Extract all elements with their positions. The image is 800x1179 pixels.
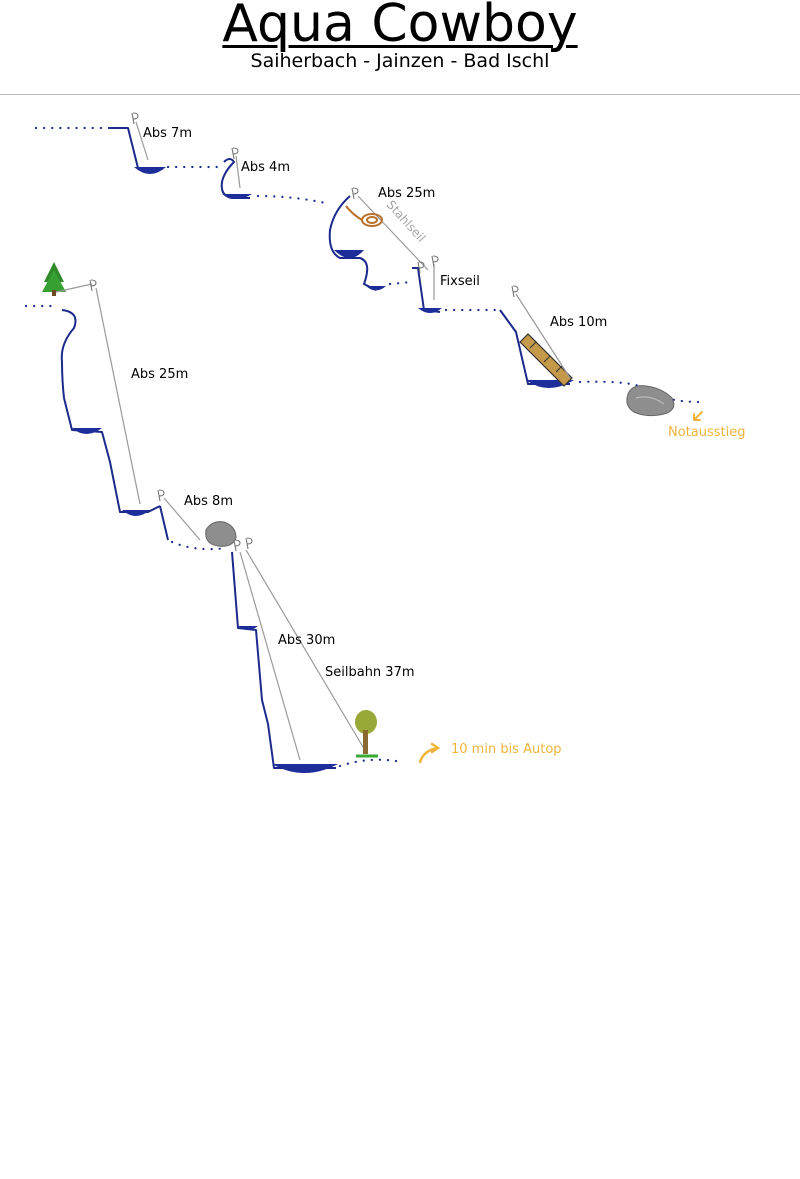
- rock-icon: [626, 385, 675, 417]
- rock-icon: [205, 521, 237, 547]
- anchor-icon: [511, 285, 519, 298]
- pool-abs5b: [122, 510, 150, 516]
- tree-icon: [355, 710, 378, 758]
- coiled-rope-icon: [345, 205, 383, 227]
- pool-abs7b: [272, 764, 338, 773]
- anchor-icon: [231, 147, 239, 160]
- rope-abs7: [239, 551, 301, 761]
- anchor-icon: [351, 187, 359, 200]
- pool-abs1: [134, 167, 166, 174]
- label-abs1: Abs 7m: [143, 126, 192, 141]
- arrow-icon: [693, 411, 703, 421]
- anchor-icon: [233, 539, 241, 552]
- anchor-icon: [131, 112, 139, 125]
- arrow-icon: [418, 742, 441, 764]
- label-seilbahn: Seilbahn 37m: [325, 665, 415, 680]
- wall-abs5: [60, 309, 161, 513]
- pool-fixseil: [418, 308, 442, 313]
- label-abs6: Abs 8m: [184, 494, 233, 509]
- label-notausstieg: Notausstieg: [668, 425, 746, 440]
- pool-abs3: [334, 250, 364, 258]
- pool-abs5a: [72, 428, 102, 434]
- path-segment: [256, 194, 332, 206]
- rope-abs5: [95, 287, 141, 505]
- wall-fixseil: [412, 267, 441, 313]
- page-subtitle: Saiherbach - Jainzen - Bad Ischl: [250, 50, 550, 72]
- anchor-icon: [89, 279, 97, 292]
- label-abs3: Abs 25m: [378, 186, 435, 201]
- pool-abs7a: [238, 626, 258, 630]
- log-icon: [519, 333, 573, 387]
- pool-abs2: [222, 194, 252, 199]
- header-divider: [0, 94, 800, 95]
- rope-abs1: [135, 121, 149, 161]
- wall-abs7: [231, 551, 336, 769]
- label-stahlseil: Stahlseil: [384, 198, 428, 245]
- label-abs7: Abs 30m: [278, 633, 335, 648]
- anchor-icon: [157, 489, 165, 502]
- label-fixseil: Fixseil: [440, 274, 480, 289]
- rope-stahlseil: [357, 195, 429, 271]
- label-abs5: Abs 25m: [131, 367, 188, 382]
- wall-abs3: [328, 195, 377, 291]
- sling-tree: [55, 283, 93, 293]
- path-segment: [388, 280, 414, 286]
- label-abs4: Abs 10m: [550, 315, 607, 330]
- pool-abs3b: [366, 286, 386, 291]
- anchor-icon: [431, 255, 439, 268]
- page-title: Aqua Cowboy: [222, 0, 578, 54]
- label-abs2: Abs 4m: [241, 160, 290, 175]
- anchor-icon: [417, 261, 425, 274]
- anchor-icon: [245, 537, 253, 550]
- wall-abs6: [159, 505, 169, 541]
- tree-icon: [42, 262, 66, 296]
- label-exit: 10 min bis Autop: [451, 742, 562, 757]
- exit-path: [338, 758, 404, 768]
- rope-abs6: [163, 497, 201, 541]
- rope-abs2: [235, 155, 241, 189]
- rope-seilbahn: [245, 549, 367, 753]
- rope-abs4: [515, 293, 571, 379]
